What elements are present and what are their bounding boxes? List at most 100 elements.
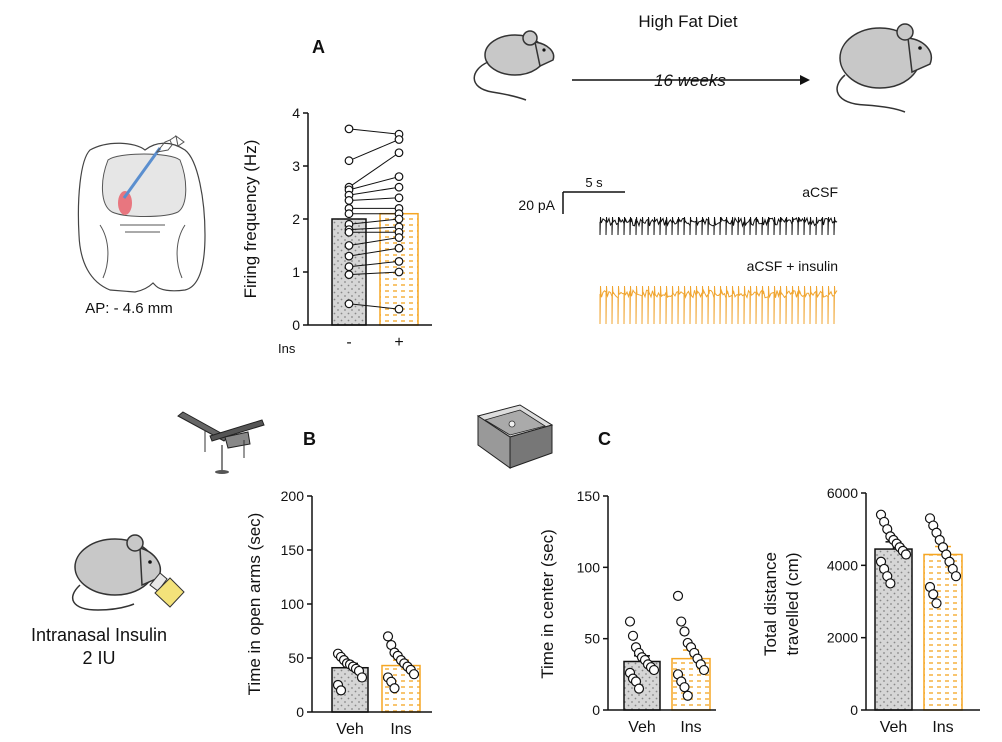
paired-line — [348, 247, 400, 257]
data-point — [624, 616, 636, 627]
data-point-veh — [344, 251, 354, 261]
data-point-veh — [344, 299, 354, 309]
panel-letter-c: C — [598, 429, 611, 449]
diet-arrowhead — [800, 75, 810, 85]
data-point — [356, 672, 368, 683]
data-point — [885, 578, 896, 589]
paired-line — [348, 152, 400, 188]
y-tick-label: 50 — [288, 650, 304, 666]
data-point-ins — [394, 257, 404, 266]
y-axis-label: Time in open arms (sec) — [245, 513, 264, 696]
paired-line — [348, 176, 400, 191]
y-tick-label: 4 — [292, 105, 300, 121]
data-point — [931, 598, 942, 609]
trace-acsf — [599, 216, 838, 236]
panel-letter-b: B — [303, 429, 316, 449]
y-tick-label: 2 — [292, 211, 300, 227]
paired-line — [348, 128, 400, 135]
paired-line — [348, 303, 400, 310]
data-point — [648, 664, 660, 676]
intranasal-mouse-icon — [71, 534, 161, 611]
y-axis-label: Time in center (sec) — [538, 529, 557, 679]
vmh-target — [118, 191, 132, 215]
ap-coordinate-label: AP: - 4.6 mm — [85, 300, 173, 317]
data-point — [698, 664, 710, 676]
diet-timeline: High Fat Diet 16 weeks — [473, 12, 932, 113]
trace-insulin-label: aCSF + insulin — [747, 258, 838, 274]
y-tick-label: 0 — [296, 704, 304, 720]
intranasal-label-line1: Intranasal Insulin — [31, 625, 167, 645]
x-category-label: Veh — [880, 719, 908, 736]
panel-letter-a: A — [312, 37, 325, 57]
diet-title: High Fat Diet — [638, 12, 737, 31]
data-point-veh — [344, 262, 354, 272]
paired-line — [348, 271, 400, 276]
data-point-ins — [394, 214, 404, 224]
intranasal-schematic: Intranasal Insulin 2 IU — [31, 534, 185, 668]
data-point-ins — [394, 233, 404, 242]
data-point — [950, 571, 962, 582]
x-category-label: Veh — [628, 719, 656, 736]
nasal-spray-bottle-icon — [149, 572, 185, 608]
y-tick-label: 0 — [292, 317, 300, 333]
data-point-veh — [344, 124, 354, 134]
diet-duration: 16 weeks — [654, 71, 726, 90]
data-point — [408, 669, 420, 680]
y-axis-label: Firing frequency (Hz) — [241, 140, 260, 299]
intranasal-label-line2: 2 IU — [82, 648, 115, 668]
paired-line — [348, 197, 400, 201]
data-point — [682, 690, 693, 701]
x-category-label: Ins — [390, 721, 411, 738]
data-point-ins — [394, 148, 404, 158]
y-tick-label: 4000 — [827, 557, 858, 573]
data-point — [382, 631, 394, 642]
brain-slice-schematic: AP: - 4.6 mm — [77, 134, 206, 317]
y-tick-label: 2000 — [827, 630, 858, 646]
y-axis-label-line2: travelled (cm) — [783, 553, 802, 656]
lean-mouse-icon — [473, 30, 555, 101]
recording-traces: 5 s 20 pA aCSF aCSF + insulin — [518, 175, 838, 325]
x-axis-prefix-label: Ins — [278, 341, 296, 356]
data-point — [389, 683, 400, 694]
y-tick-label: 100 — [281, 596, 305, 612]
y-tick-label: 200 — [281, 488, 305, 504]
x-category-label: - — [346, 334, 351, 351]
y-tick-label: 0 — [592, 702, 600, 718]
paired-line — [348, 139, 400, 162]
y-tick-label: 150 — [281, 542, 305, 558]
data-point-ins — [394, 243, 404, 253]
y-tick-label: 6000 — [827, 485, 858, 501]
data-point — [679, 682, 690, 693]
paired-line — [348, 226, 400, 231]
data-point-veh — [344, 227, 354, 237]
data-point-ins — [394, 267, 404, 277]
data-point — [633, 683, 645, 694]
data-point-veh — [344, 196, 354, 205]
elevated-plus-maze-icon — [177, 411, 265, 474]
brain-lower-curve — [99, 224, 186, 279]
paired-line — [348, 260, 400, 268]
data-point — [900, 549, 912, 560]
data-point-veh — [344, 270, 354, 280]
data-point — [928, 589, 939, 600]
data-point-veh — [344, 209, 354, 219]
data-point — [627, 630, 639, 641]
bar-veh-veh — [874, 548, 913, 711]
trace-acsf-insulin — [599, 285, 838, 325]
data-point-ins — [394, 135, 404, 144]
data-point-veh — [344, 241, 354, 250]
scale-time-label: 5 s — [585, 175, 603, 190]
obese-mouse-icon — [836, 23, 932, 113]
data-point-ins — [394, 172, 404, 182]
y-tick-label: 0 — [850, 702, 858, 718]
paired-line — [348, 237, 400, 246]
pipette-holder-icon — [155, 134, 185, 153]
brain-inner-line — [102, 153, 187, 217]
data-point — [335, 685, 347, 696]
y-axis-label-line1: Total distance — [761, 552, 780, 656]
